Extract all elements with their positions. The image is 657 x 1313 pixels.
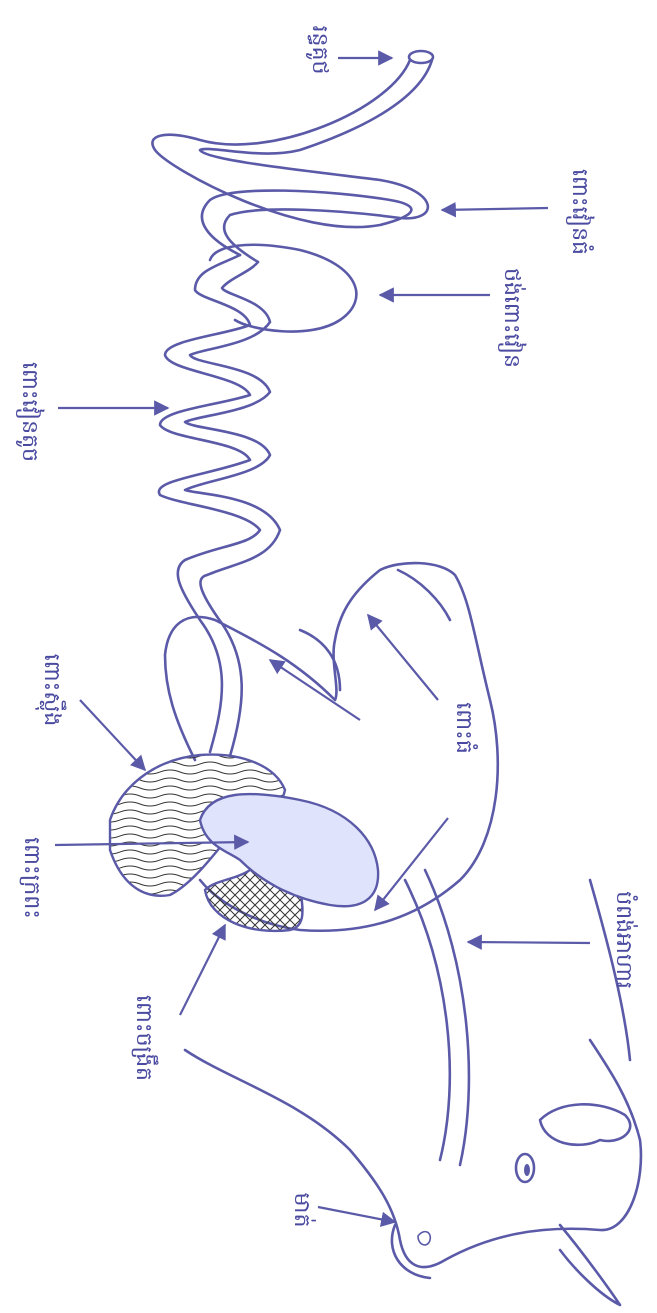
label-small-intestine: ពោះវៀនតូច [12, 362, 44, 462]
label-anus: រន្ធគូថ [302, 26, 334, 75]
label-mouth: មាត់ [284, 1193, 316, 1228]
large-intestine [152, 51, 433, 262]
esophagus [405, 870, 469, 1165]
label-esophagus: បំពង់អាហារ [606, 891, 638, 989]
label-abomasum: ពោះក្រពះ [14, 837, 46, 919]
label-cecum: ថង់ពោះវៀន [494, 268, 526, 368]
label-omasum: ពោះស្ល៉ឹង [34, 654, 66, 727]
label-rumen: ពោះធំ [446, 702, 478, 754]
label-large-intestine: ពោះវៀនធំ [562, 169, 594, 255]
label-reticulum: ពោះចង្រឹត [126, 995, 158, 1081]
